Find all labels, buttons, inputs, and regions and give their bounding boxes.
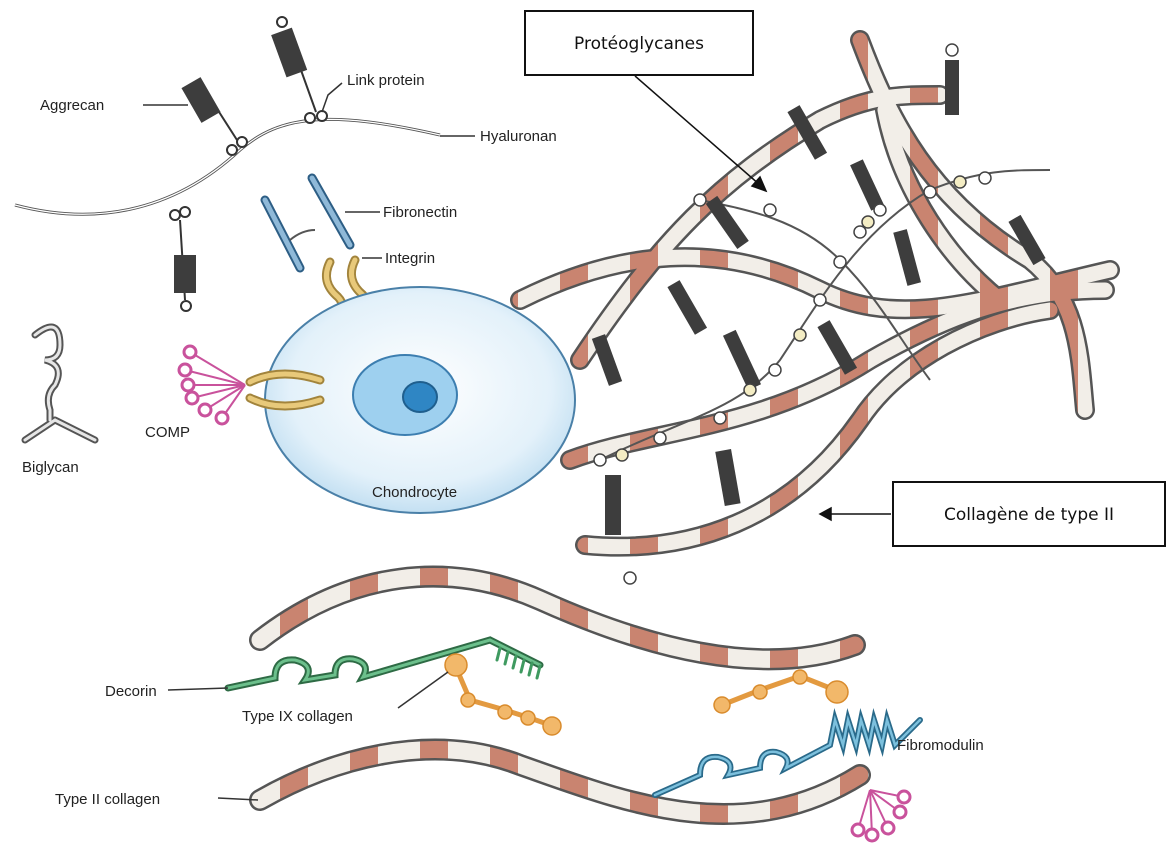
hyaluronan-label: Hyaluronan xyxy=(480,128,557,145)
chondrocyte-label: Chondrocyte xyxy=(372,484,457,501)
comp-molecule xyxy=(179,346,245,424)
fibromodulin-label: Fibromodulin xyxy=(897,737,984,754)
integrin-label: Integrin xyxy=(385,250,435,267)
fibronectin xyxy=(265,178,350,268)
aggrecan-label: Aggrecan xyxy=(40,97,104,114)
type-ix-collagen-label: Type IX collagen xyxy=(242,708,353,725)
comp-molecule-lower xyxy=(852,790,910,841)
collagen-network xyxy=(520,40,1110,547)
biglycan-label: Biglycan xyxy=(22,459,79,476)
type-ii-collagen-label: Type II collagen xyxy=(55,791,160,808)
fibromodulin-molecule xyxy=(655,720,920,795)
link-protein-label: Link protein xyxy=(347,72,425,89)
collagene-type-ii-label: Collagène de type II xyxy=(944,505,1114,525)
proteoglycanes-label: Protéoglycanes xyxy=(574,34,704,54)
comp-label: COMP xyxy=(145,424,190,441)
decorin-molecule xyxy=(228,640,540,688)
hyaluronan-aggrecan-complex xyxy=(15,17,440,311)
biglycan-shape-inner xyxy=(25,327,95,440)
type-ii-collagen-fibrils xyxy=(260,577,860,814)
fibronectin-label: Fibronectin xyxy=(383,204,457,221)
decorin-label: Decorin xyxy=(105,683,157,700)
